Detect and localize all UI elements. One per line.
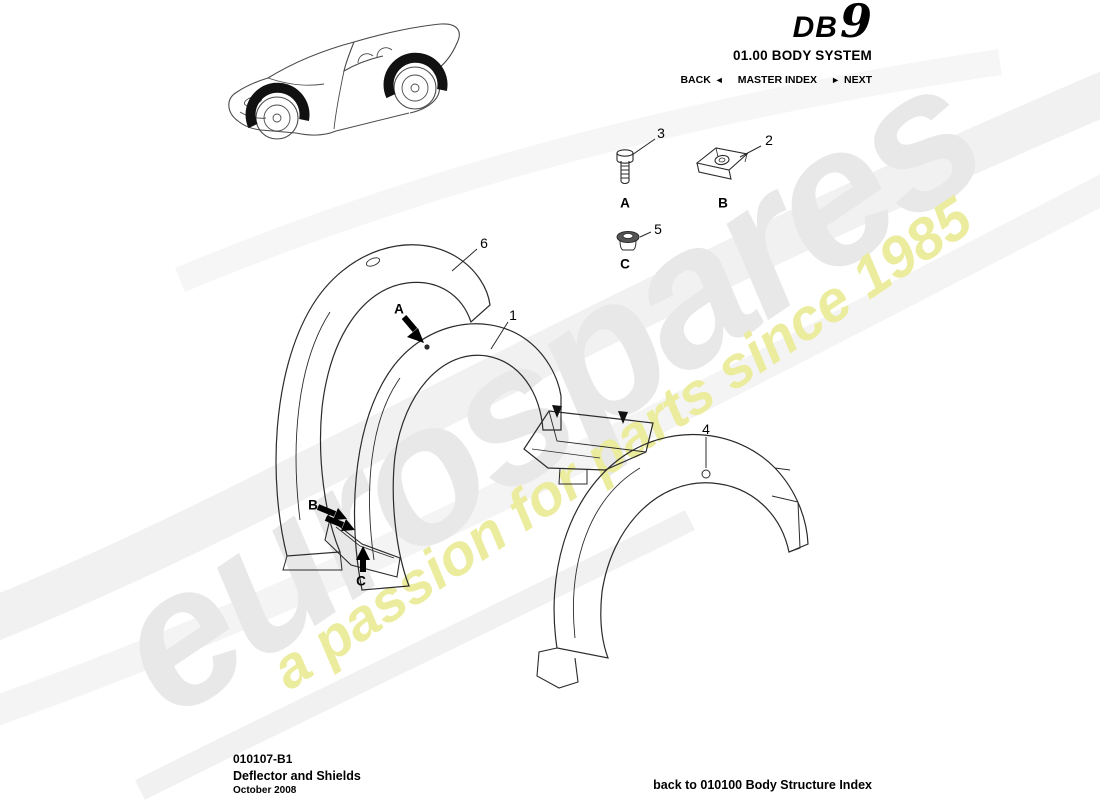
db9-logo: DB 9 bbox=[792, 0, 872, 48]
part-rh-wheel-arch-liner bbox=[536, 434, 809, 689]
catalog-nav: BACK ◄ MASTER INDEX ► NEXT bbox=[680, 74, 872, 86]
doc-date: October 2008 bbox=[233, 784, 297, 796]
deflector-clip-marker bbox=[618, 411, 628, 424]
callout-fastener-b-key: B bbox=[718, 195, 728, 211]
car-line-drawing bbox=[228, 23, 460, 140]
part-deflector-panel bbox=[523, 405, 654, 485]
callout-item-6: 6 bbox=[480, 235, 488, 251]
callout-fastener-c-loc: C bbox=[356, 573, 366, 589]
back-label: BACK bbox=[680, 74, 711, 86]
logo-9-text: 9 bbox=[839, 0, 872, 48]
watermark-brand: eurospares bbox=[72, 22, 1017, 758]
callout-item-3: 3 bbox=[657, 125, 665, 141]
logo-db-text: DB bbox=[792, 11, 838, 44]
leader-lines bbox=[451, 138, 762, 468]
fastener-location-arrows bbox=[316, 315, 424, 572]
callout-item-1: 1 bbox=[509, 307, 517, 323]
part-screw bbox=[616, 149, 634, 185]
master-index-link[interactable]: MASTER INDEX bbox=[738, 74, 817, 86]
part-grommet bbox=[616, 231, 640, 251]
callout-fastener-c-key: C bbox=[620, 256, 630, 272]
document-info: 010107-B1 Deflector and Shields October … bbox=[233, 752, 361, 797]
callout-item-5: 5 bbox=[654, 221, 662, 237]
back-arrow-icon: ◄ bbox=[714, 74, 724, 85]
callout-fastener-b-loc: B bbox=[308, 497, 318, 513]
next-label: NEXT bbox=[843, 74, 872, 86]
part-clip-nut bbox=[695, 147, 749, 180]
body-structure-index-link[interactable]: back to 010100 Body Structure Index bbox=[653, 778, 872, 792]
part-front-wheel-arch-liner bbox=[324, 323, 562, 591]
back-link[interactable]: BACK ◄ bbox=[680, 74, 723, 86]
callout-fastener-a-loc: A bbox=[394, 301, 404, 317]
front-arch-liner-highlight bbox=[245, 82, 310, 129]
callout-item-4: 4 bbox=[702, 421, 710, 437]
system-title: 01.00 BODY SYSTEM bbox=[733, 48, 872, 63]
watermark-tagline: a passion for parts since 1985 bbox=[260, 185, 984, 703]
callout-fastener-a-key: A bbox=[620, 195, 630, 211]
next-arrow-icon: ► bbox=[831, 74, 840, 85]
doc-number: 010107-B1 bbox=[233, 752, 293, 766]
deflector-clip-marker bbox=[552, 405, 562, 418]
callout-item-2: 2 bbox=[765, 132, 773, 148]
doc-title: Deflector and Shields bbox=[233, 768, 361, 783]
page-header: DB 9 01.00 BODY SYSTEM BACK ◄ MASTER IND… bbox=[680, 0, 872, 86]
master-index-label: MASTER INDEX bbox=[737, 74, 818, 86]
part-rear-wheel-arch-liner bbox=[275, 244, 491, 571]
rear-arch-liner-highlight bbox=[383, 52, 448, 99]
next-link[interactable]: ► NEXT bbox=[831, 74, 872, 86]
